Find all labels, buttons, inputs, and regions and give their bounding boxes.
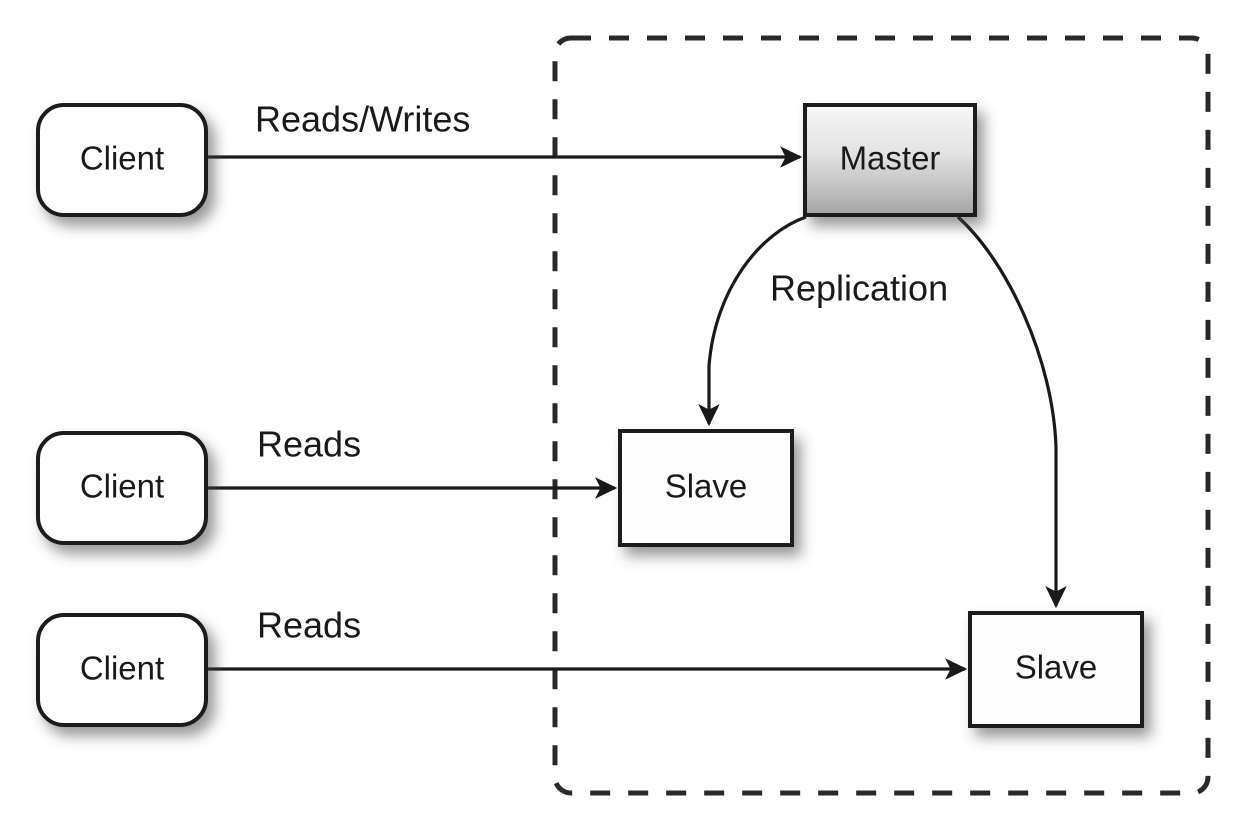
edge-label-reads-slave-1: Reads xyxy=(257,424,361,465)
client-3-box[interactable] xyxy=(36,613,208,727)
master-label: Master xyxy=(840,140,941,177)
slave-1-box[interactable] xyxy=(618,429,794,547)
node-master[interactable]: Master xyxy=(803,103,977,217)
edge-master-slave2 xyxy=(956,215,1067,609)
master-box[interactable] xyxy=(803,103,977,217)
slave-1-label: Slave xyxy=(665,468,748,505)
client-1-label: Client xyxy=(80,140,164,177)
edge-label-replication: Replication xyxy=(770,268,948,309)
node-client-2[interactable]: Client xyxy=(36,431,208,545)
client-1-box[interactable] xyxy=(36,103,208,217)
node-slave-2[interactable]: Slave xyxy=(968,611,1144,728)
slave-2-label: Slave xyxy=(1015,649,1098,686)
client-3-label: Client xyxy=(80,650,164,687)
edge-label-reads-writes: Reads/Writes xyxy=(255,99,470,140)
node-slave-1[interactable]: Slave xyxy=(618,429,794,547)
edge-master-slave1 xyxy=(698,215,807,427)
client-2-box[interactable] xyxy=(36,431,208,545)
edge-label-reads-slave-2: Reads xyxy=(257,605,361,646)
node-client-3[interactable]: Client xyxy=(36,613,208,727)
replication-cluster-boundary xyxy=(552,35,1211,796)
node-client-1[interactable]: Client xyxy=(36,103,208,217)
slave-2-box[interactable] xyxy=(968,611,1144,728)
client-2-label: Client xyxy=(80,468,164,505)
